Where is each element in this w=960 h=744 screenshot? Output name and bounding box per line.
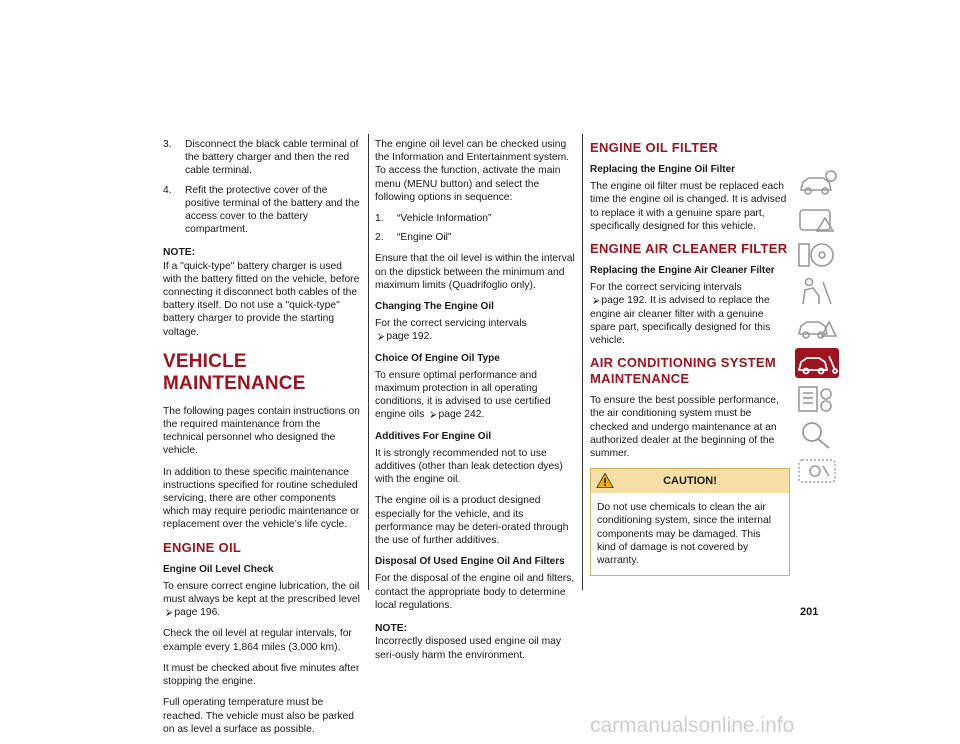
paragraph: To ensure the best possible performance,… (590, 395, 779, 460)
page-number: 201 (800, 606, 819, 618)
note-label: NOTE: (163, 247, 196, 259)
tab-emergency[interactable] (795, 312, 839, 342)
paragraph: In addition to these specific maintenanc… (163, 466, 360, 531)
arrow-right-icon: ⮚ (166, 607, 173, 618)
column-2: The engine oil level can be checked usin… (375, 138, 575, 670)
tab-servicing[interactable] (795, 348, 839, 378)
note-text: If a "quick-type" battery charger is use… (163, 260, 360, 338)
list-item: 4.Refit the protective cover of the posi… (163, 184, 360, 236)
tab-multimedia[interactable] (795, 456, 839, 486)
paragraph: It is strongly recommended not to use ad… (375, 447, 563, 486)
paragraph: The engine oil filter must be replaced e… (590, 181, 787, 232)
paragraph: The following pages contain instructions… (163, 405, 360, 457)
paragraph: Full operating temperature must be reach… (163, 697, 354, 735)
dashboard-warning-icon (799, 209, 835, 232)
caution-box: CAUTION! Do not use chemicals to clean t… (590, 468, 790, 577)
paragraph: The engine oil level can be checked usin… (375, 139, 570, 203)
page-reference-link[interactable]: ⮚page 196. (166, 607, 221, 619)
page-title: VEHICLE MAINTENANCE (163, 350, 306, 394)
tab-starting-driving[interactable] (795, 276, 839, 306)
subheading: Engine Oil Level Check (163, 563, 274, 575)
paragraph: To ensure correct engine lubrication, th… (163, 580, 360, 619)
page-reference-link[interactable]: ⮚page 192. (378, 331, 433, 343)
arrow-right-icon: ⮚ (378, 331, 385, 342)
subheading: Changing The Engine Oil (375, 301, 494, 313)
column-1: 3.Disconnect the black cable terminal of… (163, 138, 363, 744)
list-item: 3.Disconnect the black cable terminal of… (163, 139, 359, 177)
page-reference-link[interactable]: ⮚page 192. (593, 295, 648, 307)
subheading: Replacing the Engine Air Cleaner Filter (590, 265, 775, 277)
column-divider (368, 134, 369, 590)
arrow-right-icon: ⮚ (430, 409, 437, 420)
subheading: Choice Of Engine Oil Type (375, 352, 500, 364)
column-3: ENGINE OIL FILTER Replacing the Engine O… (590, 138, 790, 577)
section-heading-air-cleaner-filter: ENGINE AIR CLEANER FILTER (590, 241, 788, 257)
paragraph: For the correct servicing intervals ⮚pag… (590, 282, 771, 347)
arrow-right-icon: ⮚ (593, 295, 600, 306)
list-item: 1.“Vehicle Information” (375, 213, 492, 225)
tab-safety[interactable] (795, 240, 839, 270)
section-heading-engine-oil: ENGINE OIL (163, 539, 242, 555)
caution-title: CAUTION! (663, 474, 717, 487)
battery-steps-list: 3.Disconnect the black cable terminal of… (163, 138, 363, 236)
subheading: Additives For Engine Oil (375, 430, 492, 442)
steering-wheel-icon (798, 243, 834, 267)
paragraph: For the disposal of the engine oil and f… (375, 573, 575, 611)
note-text: Incorrectly disposed used engine oil may… (375, 636, 562, 661)
subheading: Replacing the Engine Oil Filter (590, 164, 736, 175)
caution-text: Do not use chemicals to clean the air co… (597, 502, 771, 567)
tab-dashboard[interactable] (795, 204, 839, 234)
search-icon (802, 422, 830, 449)
car-service-icon (797, 355, 838, 375)
chapter-tabs (795, 168, 847, 492)
paragraph: For the correct servicing intervals ⮚pag… (375, 318, 527, 343)
watermark[interactable]: carmanualsonline.info (590, 714, 795, 737)
warning-triangle-icon (596, 472, 614, 489)
page-reference-link[interactable]: ⮚page 242. (430, 409, 485, 421)
tab-index[interactable] (795, 420, 839, 450)
menu-sequence-list: 1.“Vehicle Information” 2.“Engine Oil” (375, 212, 575, 244)
tab-getting-to-know[interactable] (795, 168, 839, 198)
paragraph: It must be checked about five minutes af… (163, 662, 360, 688)
paragraph: Ensure that the oil level is within the … (375, 253, 575, 291)
multimedia-icon (798, 459, 836, 483)
caution-header: CAUTION! (591, 469, 789, 494)
car-info-icon (799, 170, 837, 195)
specs-list-icon (798, 386, 832, 412)
car-emergency-icon (797, 320, 838, 339)
paragraph: Check the oil level at regular intervals… (163, 628, 352, 653)
paragraph: The engine oil is a product designed esp… (375, 495, 569, 547)
column-divider (582, 134, 583, 590)
tab-technical-specs[interactable] (795, 384, 839, 414)
subheading: Disposal Of Used Engine Oil And Filters (375, 556, 565, 568)
section-heading-engine-oil-filter: ENGINE OIL FILTER (590, 140, 719, 155)
note-label: NOTE: (375, 623, 408, 635)
seat-belt-icon (802, 277, 832, 305)
list-item: 2.“Engine Oil” (375, 232, 452, 244)
paragraph: To ensure optimal performance and maximu… (375, 369, 551, 421)
